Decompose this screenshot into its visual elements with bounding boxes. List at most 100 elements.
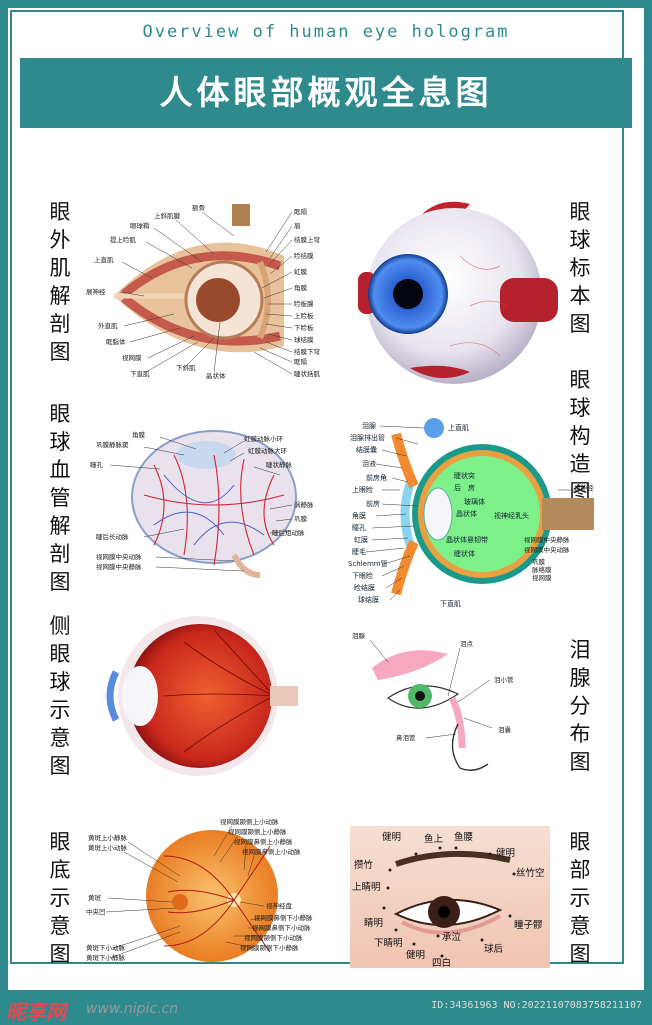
bone-shape — [232, 204, 250, 226]
label-orbital-septum-lower: 眶隔 — [294, 357, 308, 366]
label-bulbar-conj: 球结膜 — [358, 595, 379, 604]
lateral-eyeball-illustration — [94, 612, 298, 780]
lower-eyelid — [391, 539, 419, 596]
lower-lid-shade — [401, 914, 501, 935]
label-upper-tarsus: 上睑板 — [294, 311, 314, 320]
label-zonule: 晶状体悬韧带 — [446, 535, 488, 544]
eyeball-specimen-image — [350, 196, 562, 386]
acupoint-tongziliao: 瞳子髎 — [514, 919, 543, 931]
cornea-shape — [176, 441, 236, 469]
label-lens-structure: 晶状体 — [456, 509, 477, 518]
label-major-arterial-circle: 虹膜动脉大环 — [248, 446, 288, 455]
label-iris: 虹膜 — [294, 267, 308, 276]
label-lacrimal: 泪腺 — [352, 631, 366, 640]
label-brow: 眉 — [294, 222, 301, 230]
label-canaliculus: 泪小管 — [494, 675, 514, 684]
label-ciliary-vein: 睫状静脉 — [266, 460, 293, 469]
label-orbital-fat: 眶脂体 — [106, 337, 126, 346]
poster-title: 人体眼部概观全息图 — [20, 58, 632, 128]
label-lacrimal-duct: 泪腺排出管 — [350, 433, 385, 442]
skin-background — [350, 826, 550, 968]
label-levator: 提上睑肌 — [110, 235, 137, 244]
label-lower-tarsus: 下睑板 — [294, 323, 314, 332]
eye-vascular-diagram: 角膜 巩膜静脉窦 瞳孔 虹膜动脉小环 虹膜动脉大环 睫状静脉 涡静脉 巩膜 睫后… — [84, 425, 328, 579]
section-title-region: 眼部示意图 — [569, 830, 591, 966]
poster-frame — [10, 10, 624, 964]
acupoint-sizhukong: 丝竹空 — [516, 867, 545, 879]
eye-acupoint-photo: 鱼上 鱼腰 健明 攒竹 健明 丝竹空 上睛明 睛明 瞳子髎 下睛明 承泣 健明 … — [350, 826, 550, 968]
label-optic-disc: 视神经乳头 — [494, 511, 529, 520]
label-inf-nasal-venule: 视网膜鼻侧下小静脉 — [254, 913, 313, 922]
label-minor-arterial-circle: 虹膜动脉小环 — [244, 434, 284, 443]
acupoint-jianming-bottom: 健明 — [406, 949, 425, 961]
label-eyelash: 睫毛 — [352, 547, 366, 556]
poster-subtitle: Overview of human eye hologram — [142, 22, 510, 42]
lacrimal-gland-pink — [372, 650, 448, 680]
label-inferior-oblique: 下斜肌 — [176, 363, 196, 372]
label-sclera-vessel: 巩膜 — [294, 514, 308, 523]
lens-lateral — [122, 666, 158, 726]
label-vitreous: 玻璃体 — [464, 497, 485, 506]
label-inferior-fornix: 结膜下穹 — [294, 347, 320, 356]
section-title-specimen: 眼球标本图 — [569, 200, 591, 336]
label-schlemm-sinus: 巩膜静脉窦 — [96, 440, 129, 449]
superior-muscle-shape — [121, 251, 282, 298]
label-orbicularis: 睫状括肌 — [294, 369, 321, 378]
label-inferior-macular-venule: 黄斑下小静脉 — [86, 953, 126, 962]
label-choroid: 脉络膜 — [532, 565, 552, 574]
label-ciliary-body: 睫状体 — [454, 549, 475, 558]
label-upper-lid: 上眼睑 — [352, 485, 373, 494]
watermark-logo: 昵享网 — [6, 1000, 66, 1024]
label-superior-fornix: 结膜上穹 — [294, 235, 320, 244]
label-ciliary-process: 睫状突 — [454, 471, 475, 480]
label-vortex-vein: 涡静脉 — [294, 500, 314, 509]
label-inf-nasal-arteriole: 视网膜鼻侧下小动脉 — [252, 923, 311, 932]
label-lower-lid: 下眼睑 — [352, 571, 373, 580]
label-superior-rectus: 上直肌 — [94, 255, 114, 264]
label-superior-macular-arteriole: 黄斑上小动脉 — [88, 843, 128, 852]
label-conjunctival-sac: 结膜囊 — [356, 445, 377, 454]
label-crv: 视网膜中央静脉 — [524, 535, 570, 544]
fundus-diagram: 黄斑上小静脉 黄斑上小动脉 黄斑 中央凹 黄斑下小动脉 黄斑下小静脉 视网膜颞侧… — [84, 816, 328, 966]
eyebrow — [395, 850, 511, 867]
label-angle: 前房角 — [366, 473, 387, 482]
label-optic-disc-fundus: 视神经盘 — [266, 901, 293, 910]
lacrimal-distribution-diagram: 泪腺 泪点 泪小管 泪囊 鼻泪管 — [348, 628, 536, 780]
label-punctum: 泪点 — [460, 640, 474, 648]
label-retina-structure: 视网膜 — [532, 573, 552, 582]
label-long-posterior-ciliary: 睫后长动脉 — [96, 532, 129, 541]
cornea-arc — [400, 476, 417, 552]
label-frontal-bone: 额骨 — [192, 203, 205, 212]
lacrimal-gland-shape — [424, 418, 444, 438]
optic-nerve-stub — [231, 553, 261, 578]
lens-shape — [196, 278, 240, 322]
acupoint-shangjingming: 上睛明 — [352, 882, 381, 893]
eyeball-structure-diagram: 泪腺 上直肌 泪腺排出管 结膜囊 泪液 前房角 上眼睑 前房 角膜 瞳孔 虹膜 … — [348, 414, 602, 608]
acupoint-jianming-right: 健明 — [496, 847, 515, 859]
pupil-disc — [393, 279, 423, 309]
macula-shape — [172, 894, 188, 910]
label-lens: 晶状体 — [206, 371, 226, 380]
label-schlemm-canal: Schlemm管 — [348, 559, 388, 568]
label-sclera-structure: 巩膜 — [532, 557, 546, 566]
label-inferior-rectus: 下直肌 — [130, 369, 150, 378]
label-cra: 视网膜中央动脉 — [524, 545, 570, 554]
label-optic-nerve: 视神经 — [574, 483, 594, 492]
label-sup-temporal-venule: 视网膜颞侧上小静脉 — [228, 827, 287, 836]
vein-network — [153, 474, 265, 546]
label-macula: 黄斑 — [88, 893, 102, 902]
label-pupil-structure: 瞳孔 — [352, 523, 366, 532]
vitreous-body — [424, 456, 540, 572]
acupoint-chengqi: 承泣 — [442, 931, 462, 943]
muscle-stump-right — [500, 278, 558, 322]
section-title-lateral: 侧眼球示意图 — [49, 614, 71, 778]
label-central-retinal-artery: 视网膜中央动脉 — [96, 552, 142, 561]
acupoint-xiajingming: 下睛明 — [374, 938, 403, 949]
nose-outline — [451, 723, 489, 771]
section-title-fundus: 眼底示意图 — [49, 830, 71, 966]
section-title-lacrimal: 泪腺分布图 — [569, 638, 591, 774]
label-sup-nasal-venule: 视网膜鼻侧上小静脉 — [234, 837, 293, 846]
label-anterior-chamber: 前房 — [366, 499, 380, 508]
label-inferior-rectus-muscle: 下直肌 — [440, 599, 461, 608]
label-lateral-rectus: 外直肌 — [98, 321, 118, 330]
